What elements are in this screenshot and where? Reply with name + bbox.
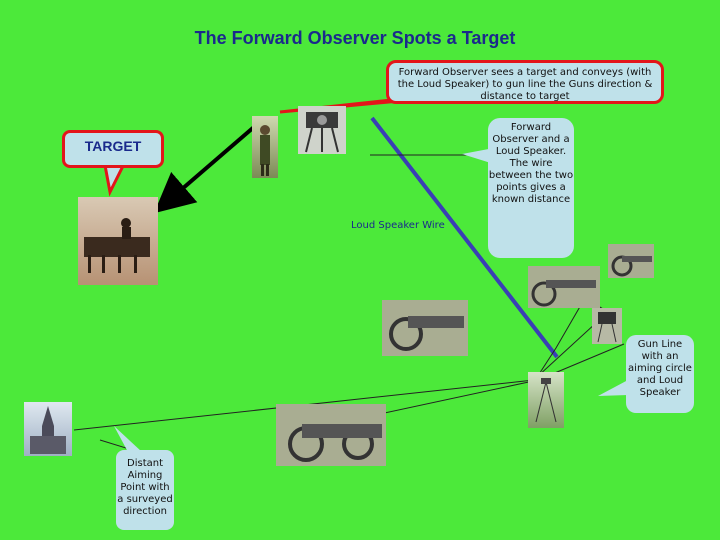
observer-to-target-arrow xyxy=(153,125,256,214)
gunline-note-pointer xyxy=(598,380,628,396)
gun-wire-3 xyxy=(374,379,539,416)
soldier-photo xyxy=(252,116,278,178)
fo-note-pointer xyxy=(462,148,494,164)
aiming-circle-photo xyxy=(592,308,622,344)
forward-observer-callout: Forward Observer sees a target and conve… xyxy=(386,60,664,104)
gun-line-note: Gun Line with an aiming circle and Loud … xyxy=(626,335,694,413)
horses-photo xyxy=(78,197,158,285)
aiming-circle-photo xyxy=(528,372,564,428)
target-callout: TARGET xyxy=(62,130,164,168)
loudspeaker-photo xyxy=(298,106,346,154)
wire-label: Loud Speaker Wire xyxy=(351,220,445,231)
church-photo xyxy=(24,402,72,456)
aiming-note-pointer xyxy=(114,426,142,452)
field-gun-photo xyxy=(382,300,468,356)
loud-speaker-wire xyxy=(370,116,559,359)
field-gun-photo xyxy=(276,404,386,466)
field-gun-photo xyxy=(528,266,600,308)
aiming-point-note: Distant Aiming Point with a surveyed dir… xyxy=(116,450,174,530)
page-title: The Forward Observer Spots a Target xyxy=(194,28,516,48)
forward-observer-note: Forward Observer and a Loud Speaker. The… xyxy=(488,118,574,258)
field-gun-photo xyxy=(608,244,654,278)
